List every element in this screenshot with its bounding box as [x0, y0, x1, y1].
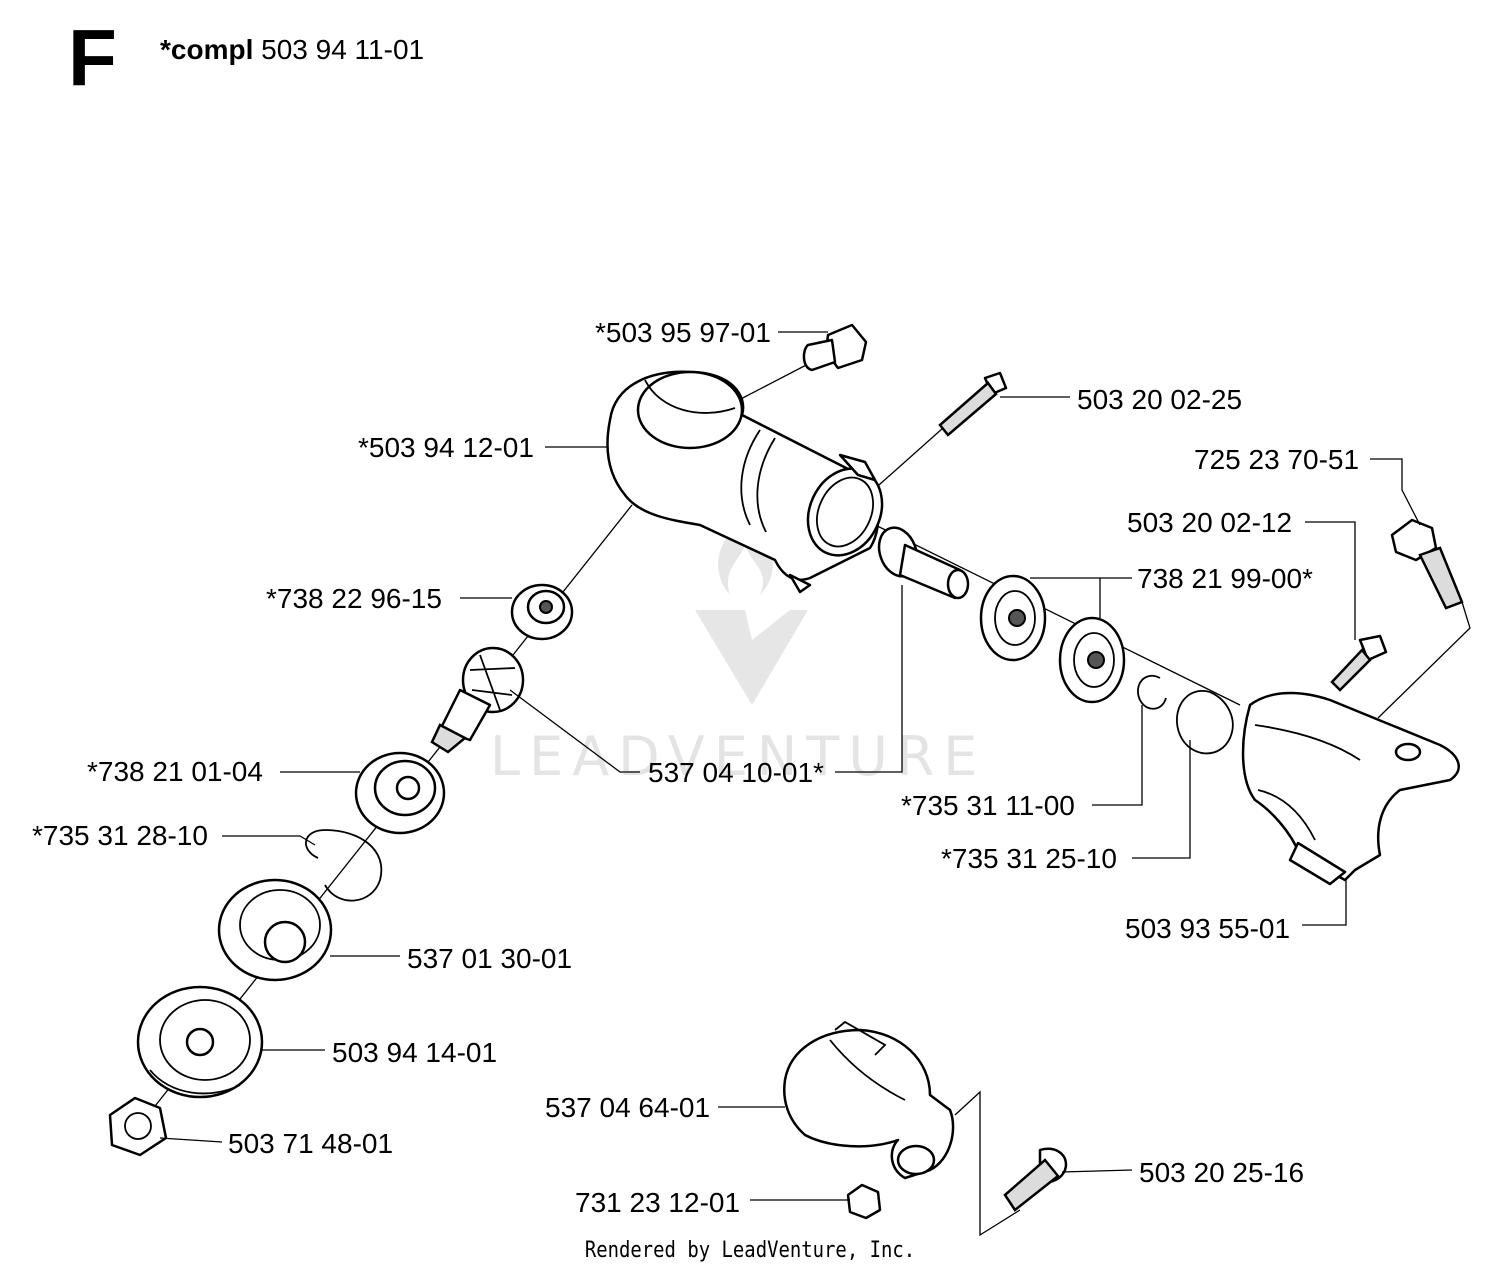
compl-prefix: *compl — [160, 34, 254, 65]
bolt-right — [1390, 518, 1464, 610]
label-clamp: 537 04 64-01 — [545, 1092, 710, 1123]
support-cup — [136, 985, 264, 1099]
bolt-top — [802, 323, 868, 372]
circlip-lower — [305, 829, 383, 902]
label-shield: 503 93 55-01 — [1125, 913, 1290, 944]
leader-lines — [159, 331, 1471, 1201]
label-support-cup: 503 94 14-01 — [332, 1037, 497, 1068]
label-nut-clamp: 731 23 12-01 — [575, 1187, 740, 1218]
label-bearing-lower: *738 21 01-04 — [87, 756, 263, 787]
label-circlip-right: *735 31 25-10 — [941, 843, 1117, 874]
label-bolt-right: 725 23 70-51 — [1194, 444, 1359, 475]
label-nut-bottom: 503 71 48-01 — [228, 1128, 393, 1159]
label-bolt-top: *503 95 97-01 — [595, 317, 771, 348]
label-screw-clamp: 503 20 25-16 — [1139, 1157, 1304, 1188]
gear-housing — [606, 370, 884, 594]
circlips-right — [1137, 675, 1234, 755]
label-bearing-upper-small: *738 22 96-15 — [266, 583, 442, 614]
gear-set — [430, 526, 970, 754]
label-circlip-lower: *735 31 28-10 — [32, 820, 208, 851]
label-gear-housing: *503 94 12-01 — [358, 432, 534, 463]
bearing-pair — [979, 574, 1126, 704]
part-labels: *503 95 97-01 503 20 02-25 *503 94 12-01… — [32, 317, 1359, 1218]
drive-disc — [217, 878, 333, 982]
compl-number: 503 94 11-01 — [261, 34, 425, 65]
label-drive-disc: 537 01 30-01 — [407, 943, 572, 974]
nut-clamp — [846, 1183, 882, 1220]
watermark: LEADVENTURE — [490, 530, 977, 788]
section-letter: F — [68, 13, 117, 102]
label-screw-upper: 503 20 02-25 — [1077, 384, 1242, 415]
bearing-lower — [354, 751, 446, 835]
assembly-number: *compl 503 94 11-01 — [160, 34, 424, 66]
label-bearing-pair: 738 21 99-00* — [1137, 563, 1313, 594]
label-circlip-small: *735 31 11-00 — [901, 790, 1075, 821]
screw-shield — [1330, 634, 1388, 692]
label-gear-set: 537 04 10-01* — [648, 757, 824, 788]
shield — [1241, 691, 1460, 886]
bearing-upper-small — [510, 583, 574, 641]
screw-upper — [938, 371, 1008, 437]
clamp — [783, 1020, 1021, 1237]
nut-bottom — [108, 1096, 168, 1157]
label-screw-shield: 503 20 02-12 — [1127, 507, 1292, 538]
screw-clamp — [1003, 1147, 1068, 1212]
footer-credit: Rendered by LeadVenture, Inc. — [584, 1238, 916, 1263]
